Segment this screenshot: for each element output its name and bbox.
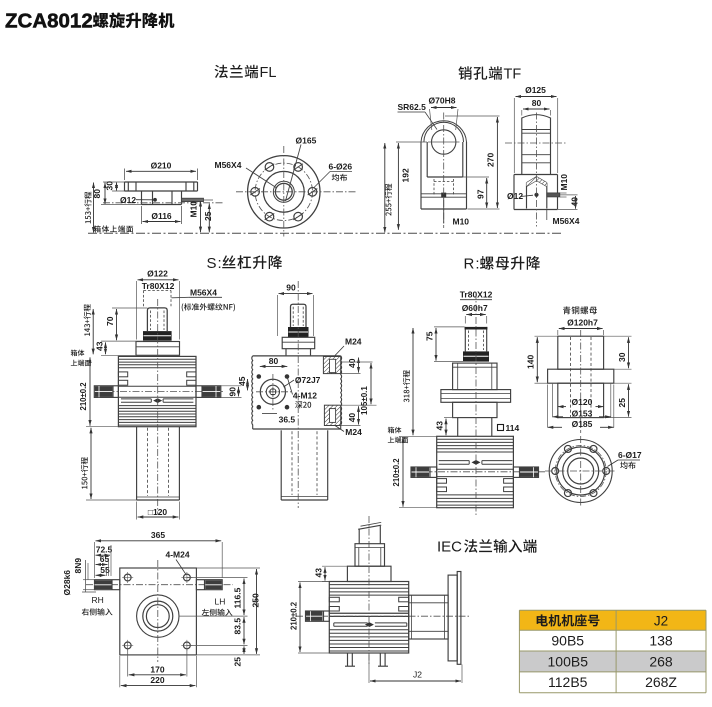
svg-text:Ø72J7: Ø72J7 [295, 375, 321, 385]
svg-text:30: 30 [617, 352, 627, 362]
svg-text:250: 250 [250, 593, 260, 607]
svg-text:Tr80X12: Tr80X12 [142, 281, 175, 291]
svg-text:Ø12: Ø12 [507, 191, 523, 201]
svg-text:43: 43 [313, 568, 323, 578]
svg-text:Ø120h7: Ø120h7 [567, 317, 598, 327]
svg-text:268: 268 [649, 653, 673, 669]
svg-text:IEC: IEC [437, 539, 462, 556]
svg-text:365: 365 [151, 530, 165, 540]
svg-text:105±0.1: 105±0.1 [360, 386, 369, 415]
svg-text:30: 30 [105, 181, 115, 191]
svg-text:45: 45 [237, 376, 247, 386]
svg-text:140: 140 [526, 355, 536, 369]
svg-text:M56X4: M56X4 [553, 216, 580, 226]
svg-text:J2: J2 [413, 670, 422, 680]
svg-text:40: 40 [570, 197, 580, 207]
svg-text:55: 55 [100, 565, 110, 575]
svg-text:Ø70H8: Ø70H8 [429, 96, 456, 106]
svg-text:Ø122: Ø122 [147, 268, 168, 278]
svg-text:270: 270 [486, 153, 496, 167]
svg-text:192: 192 [401, 168, 411, 182]
svg-text:268Z: 268Z [645, 674, 677, 690]
svg-text:Ø185: Ø185 [572, 419, 593, 429]
svg-text:90B5: 90B5 [551, 633, 584, 649]
svg-text:138: 138 [649, 633, 673, 649]
svg-text:SR62.5: SR62.5 [398, 102, 427, 112]
svg-text:M10: M10 [453, 217, 470, 227]
svg-text:Ø116: Ø116 [151, 211, 172, 221]
svg-text:Ø12: Ø12 [120, 195, 136, 205]
svg-text:90: 90 [286, 282, 296, 292]
svg-text:Ø28k6: Ø28k6 [62, 570, 72, 596]
svg-text:170: 170 [150, 664, 164, 674]
svg-text:M56X4: M56X4 [190, 288, 217, 298]
svg-text:65: 65 [100, 554, 110, 564]
svg-text:210±0.2: 210±0.2 [289, 601, 298, 630]
svg-text:S:: S: [207, 255, 223, 272]
svg-text:43: 43 [95, 341, 105, 351]
svg-text:Ø165: Ø165 [296, 136, 317, 146]
svg-text:Ø210: Ø210 [151, 160, 172, 170]
svg-text:8N9: 8N9 [73, 558, 83, 574]
svg-text:114: 114 [506, 423, 520, 433]
svg-text:4-M12: 4-M12 [293, 390, 317, 400]
svg-text:□120: □120 [148, 507, 168, 517]
svg-text:25: 25 [203, 211, 213, 221]
svg-text:83.5: 83.5 [232, 618, 242, 635]
svg-text:FL: FL [260, 65, 277, 81]
svg-text:TF: TF [504, 67, 522, 83]
svg-text:40: 40 [347, 413, 357, 423]
svg-text:Ø120: Ø120 [572, 397, 593, 407]
svg-text:LH: LH [215, 597, 226, 607]
svg-text:220: 220 [150, 675, 164, 685]
svg-text:M56X4: M56X4 [215, 160, 242, 170]
svg-text:72.5: 72.5 [96, 545, 113, 555]
svg-text:R:: R: [464, 256, 481, 273]
svg-text:M10: M10 [189, 201, 199, 218]
svg-text:25: 25 [617, 398, 627, 408]
svg-text:6-Ø26: 6-Ø26 [329, 162, 353, 172]
svg-text:80: 80 [269, 356, 279, 366]
svg-text:116.5: 116.5 [233, 587, 243, 608]
svg-text:36.5: 36.5 [279, 415, 296, 425]
svg-text:6-Ø17: 6-Ø17 [618, 450, 642, 460]
svg-text:100B5: 100B5 [548, 653, 589, 669]
svg-text:210±0.2: 210±0.2 [79, 382, 88, 411]
svg-text:80: 80 [532, 98, 542, 108]
svg-text:M24: M24 [345, 337, 362, 347]
svg-text:M10: M10 [559, 174, 569, 191]
svg-text:90: 90 [227, 387, 237, 397]
svg-text:4-M24: 4-M24 [166, 550, 190, 560]
svg-text:112B5: 112B5 [548, 674, 588, 690]
svg-text:97: 97 [476, 189, 486, 199]
svg-text:40: 40 [347, 358, 357, 368]
svg-text:M24: M24 [345, 427, 362, 437]
svg-text:Ø125: Ø125 [525, 85, 546, 95]
svg-text:43: 43 [435, 421, 445, 431]
svg-text:80: 80 [92, 189, 102, 199]
svg-text:70: 70 [105, 316, 115, 326]
svg-text:75: 75 [424, 331, 434, 341]
svg-text:J2: J2 [654, 613, 668, 628]
svg-text:25: 25 [232, 657, 242, 667]
svg-text:ZCA8012: ZCA8012 [5, 10, 93, 33]
svg-text:Ø153: Ø153 [572, 408, 593, 418]
svg-text:Ø60h7: Ø60h7 [462, 303, 488, 313]
svg-text:RH: RH [92, 595, 104, 605]
svg-text:210±0.2: 210±0.2 [392, 458, 401, 487]
